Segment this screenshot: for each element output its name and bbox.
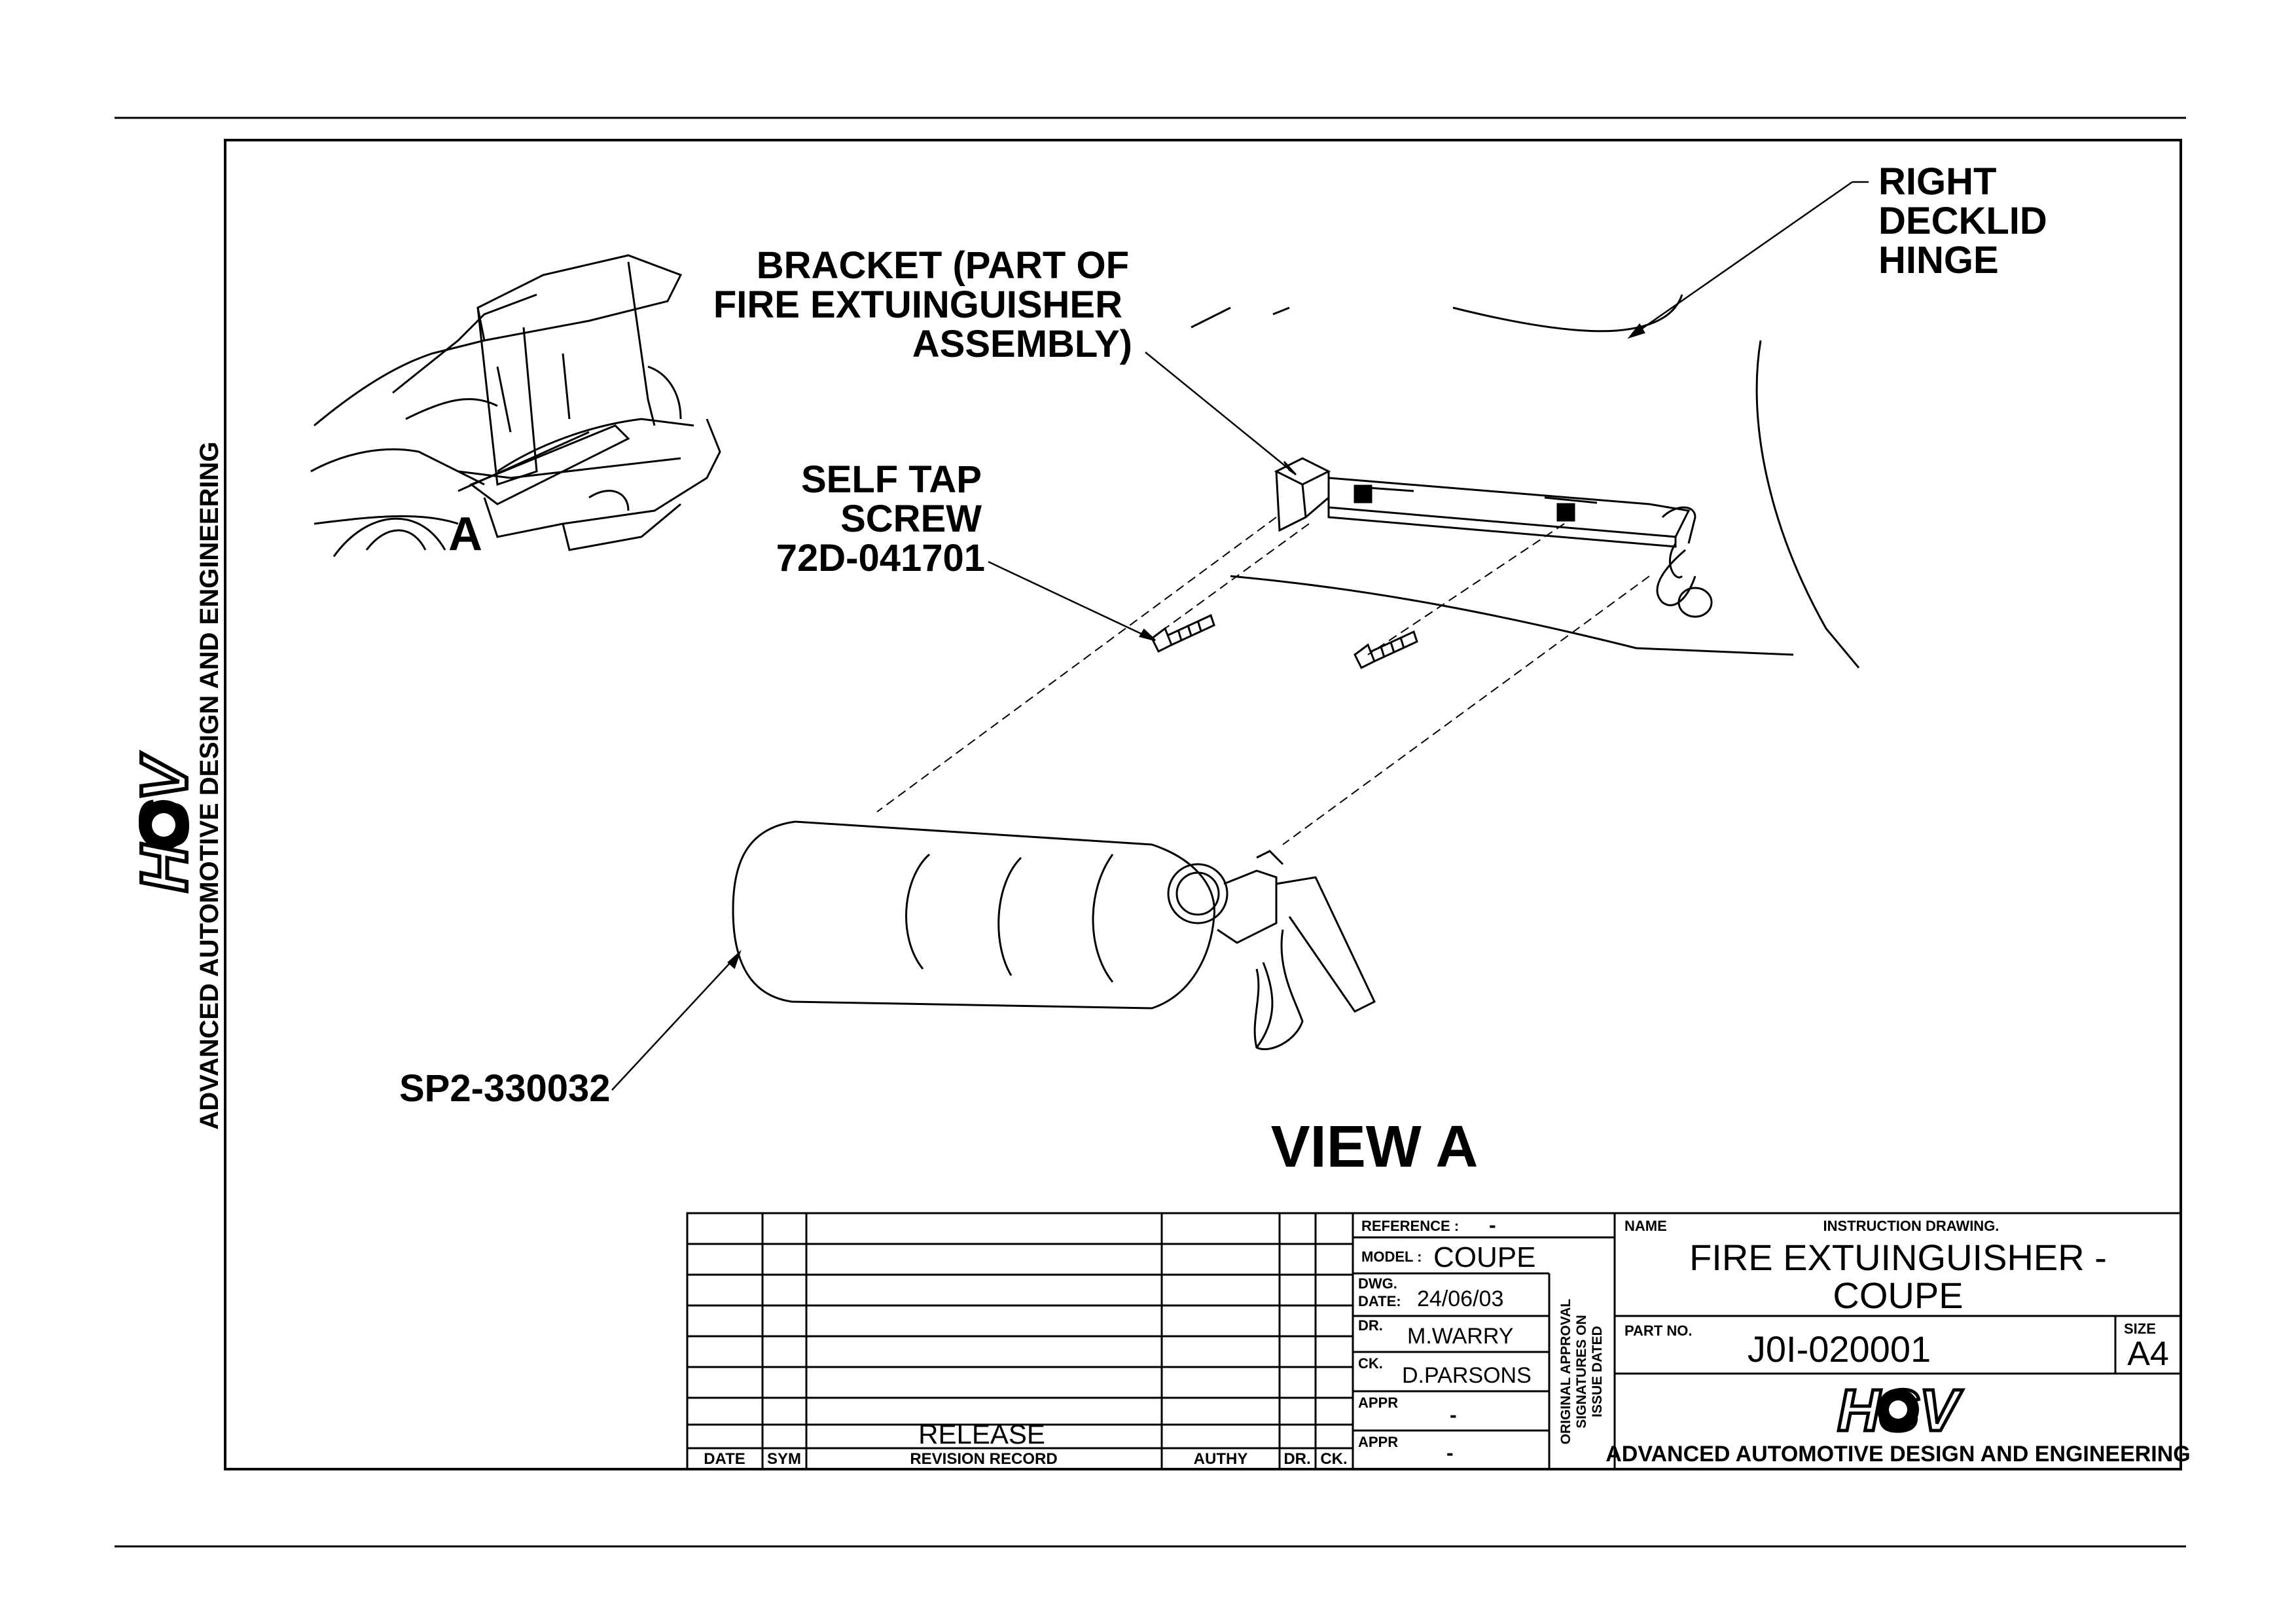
svg-text:RIGHT: RIGHT (1878, 160, 1996, 203)
svg-text:REVISION RECORD: REVISION RECORD (910, 1450, 1057, 1468)
part-no-label: PART NO. (1624, 1322, 1692, 1339)
title-block (1613, 1212, 2182, 1470)
decklid-hinge-area (1191, 294, 1860, 668)
extinguisher-part-callout: SP2-330032 (399, 1067, 610, 1110)
ck-value: D.PARSONS (1402, 1363, 1532, 1388)
screw-1 (1151, 613, 1215, 653)
ck-label: CK. (1358, 1355, 1383, 1372)
model-value: COUPE (1433, 1241, 1535, 1273)
appr1-value: - (1450, 1403, 1457, 1427)
svg-text:SYM: SYM (767, 1450, 801, 1468)
svg-text:DR.: DR. (1283, 1450, 1310, 1468)
screw-callout: SELF TAP SCREW 72D-041701 (776, 458, 985, 579)
svg-text:BRACKET (PART OF: BRACKET (PART OF (757, 244, 1129, 287)
svg-text:ORIGINAL APPROVAL: ORIGINAL APPROVAL (1558, 1299, 1573, 1445)
fire-extinguisher-drawing (732, 820, 1376, 1051)
svg-text:SCREW: SCREW (840, 498, 982, 540)
part-no-value: J0I-020001 (1748, 1328, 1931, 1370)
revision-block (686, 1212, 1354, 1470)
bracket-drawing (1274, 457, 1713, 618)
hinge-callout: RIGHT DECKLID HINGE (1878, 160, 2047, 282)
reference-label: REFERENCE : (1361, 1218, 1459, 1234)
svg-text:DECKLID: DECKLID (1878, 200, 2047, 242)
model-label: MODEL : (1361, 1249, 1422, 1265)
appr2-label: APPR (1358, 1434, 1398, 1450)
appr2-value: - (1446, 1441, 1454, 1465)
name-label: NAME (1624, 1218, 1667, 1234)
bracket-callout: BRACKET (PART OF FIRE EXTUINGUISHER ASSE… (713, 244, 1132, 365)
svg-text:CK.: CK. (1320, 1450, 1347, 1468)
side-company-name: ADVANCED AUTOMOTIVE DESIGN AND ENGINEERI… (195, 441, 224, 1129)
appr1-label: APPR (1358, 1395, 1398, 1411)
svg-text:SELF TAP: SELF TAP (801, 458, 982, 501)
dwg-label: DWG. (1358, 1275, 1397, 1292)
size-label: SIZE (2124, 1321, 2156, 1337)
reference-value: - (1489, 1213, 1496, 1237)
instruction-label: INSTRUCTION DRAWING. (1823, 1218, 2000, 1234)
car-trunk-sketch (310, 254, 721, 557)
detail-marker-a: A (448, 508, 482, 560)
dr-label: DR. (1358, 1317, 1383, 1334)
svg-text:ISSUE DATED: ISSUE DATED (1590, 1326, 1605, 1417)
dwg-date-value: 24/06/03 (1417, 1286, 1503, 1311)
construction-lines (876, 517, 1650, 845)
release-text: RELEASE (918, 1419, 1045, 1450)
size-value: A4 (2127, 1335, 2169, 1373)
approval-note: ORIGINAL APPROVAL SIGNATURES ON ISSUE DA… (1558, 1299, 1605, 1445)
svg-text:FIRE EXTUINGUISHER: FIRE EXTUINGUISHER (713, 283, 1122, 326)
svg-text:DATE: DATE (704, 1450, 745, 1468)
screw-2 (1354, 630, 1418, 670)
svg-text:72D-041701: 72D-041701 (776, 537, 985, 579)
drawing-title-line1: FIRE EXTUINGUISHER - (1689, 1237, 2107, 1278)
drawing-title-line2: COUPE (1833, 1275, 1963, 1316)
svg-text:AUTHY: AUTHY (1194, 1450, 1248, 1468)
side-hsv-logo: HSV (126, 751, 203, 894)
revision-headers: DATE SYM REVISION RECORD AUTHY DR. CK. (704, 1450, 1347, 1468)
svg-text:HINGE: HINGE (1878, 239, 1999, 282)
svg-text:ASSEMBLY): ASSEMBLY) (912, 323, 1132, 365)
leader-lines (611, 181, 1869, 1091)
title-hsv-logo: HSV (1836, 1377, 1965, 1446)
svg-text:SIGNATURES ON: SIGNATURES ON (1574, 1315, 1589, 1428)
date-label: DATE: (1358, 1293, 1401, 1309)
side-branding: HSV ADVANCED AUTOMOTIVE DESIGN AND ENGIN… (126, 441, 224, 1129)
view-title: VIEW A (1271, 1114, 1479, 1180)
title-company-name: ADVANCED AUTOMOTIVE DESIGN AND ENGINEERI… (1605, 1442, 2191, 1467)
dr-value: M.WARRY (1407, 1324, 1513, 1349)
